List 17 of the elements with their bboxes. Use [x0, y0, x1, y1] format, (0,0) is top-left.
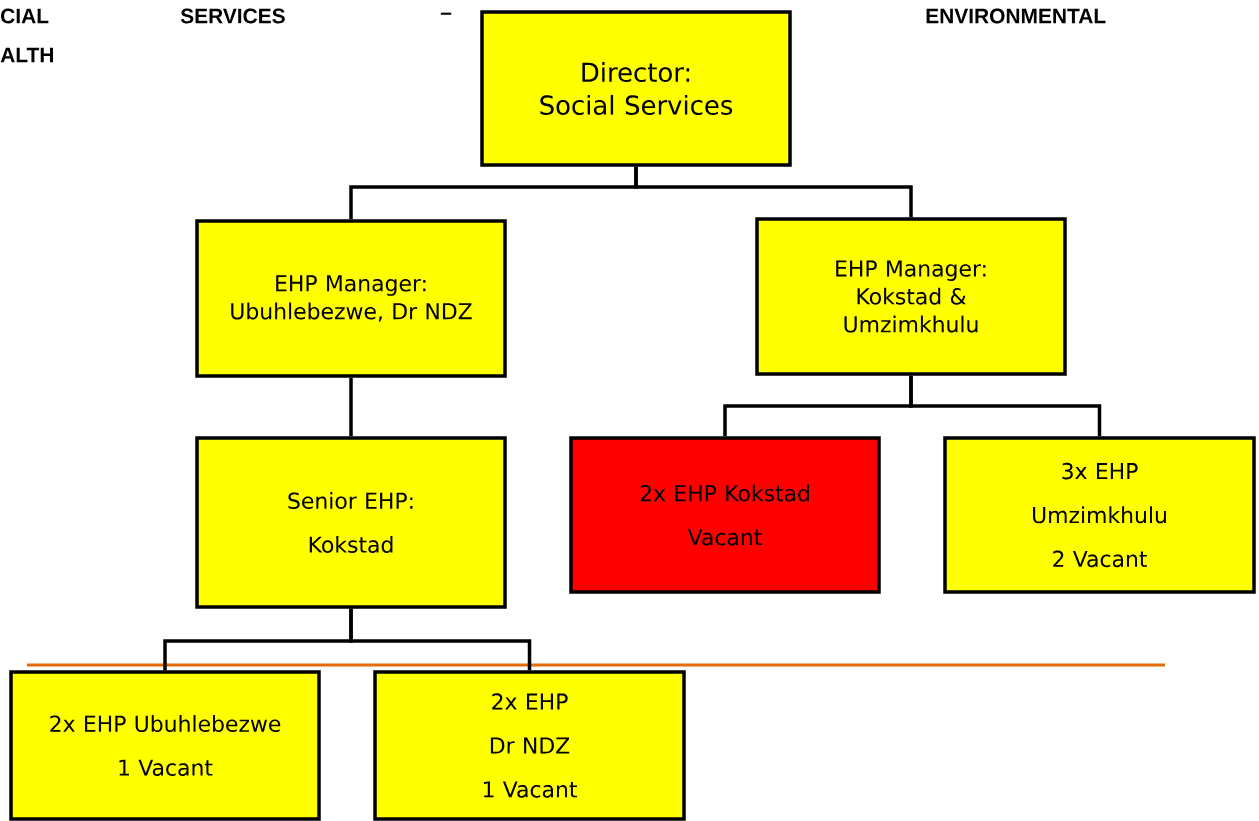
heading-text: – — [440, 12, 452, 15]
org-box: EHP Manager: Ubuhlebezwe, Dr NDZ — [195, 219, 507, 378]
org-box: Director: Social Services — [480, 10, 792, 167]
org-box: EHP Manager: Kokstad & Umzimkhulu — [755, 217, 1067, 376]
heading-text: ENVIRONMENTAL — [926, 8, 1106, 24]
org-box: Senior EHP: Kokstad — [195, 436, 507, 609]
heading-text: SERVICES — [180, 8, 285, 24]
connector-line — [349, 377, 353, 437]
org-box: 2x EHP Ubuhlebezwe 1 Vacant — [9, 670, 321, 821]
org-box: 2x EHP Dr NDZ 1 Vacant — [373, 670, 686, 821]
connector-line — [909, 375, 1102, 437]
heading-text: ALTH — [0, 47, 54, 63]
connector-line — [349, 608, 532, 671]
connector-line — [634, 166, 913, 218]
org-box: 2x EHP Kokstad Vacant — [569, 436, 881, 594]
org-box: 3x EHP Umzimkhulu 2 Vacant — [943, 436, 1256, 594]
heading-text: CIAL — [1, 8, 49, 24]
